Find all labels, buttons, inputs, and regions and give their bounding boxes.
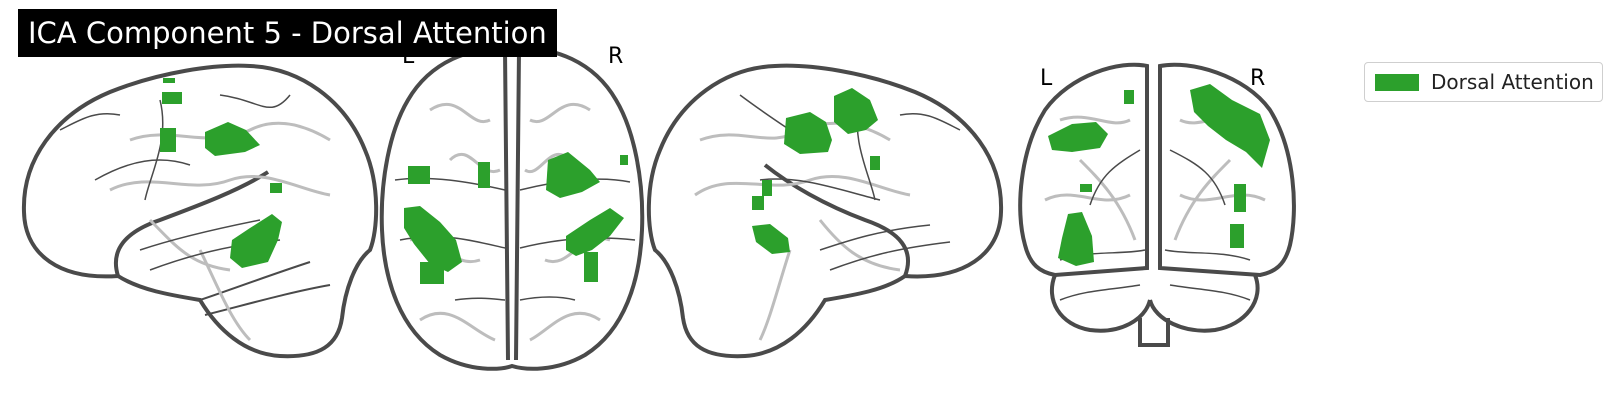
axial-left-label: L <box>402 44 415 69</box>
figure-title: ICA Component 5 - Dorsal Attention <box>18 9 557 57</box>
axial-midline <box>503 49 521 361</box>
coronal-cerebellum <box>1049 274 1260 347</box>
legend: Dorsal Attention <box>1364 62 1603 102</box>
sagittal-right-view <box>646 63 1004 359</box>
coronal-right-hemisphere <box>1158 62 1296 278</box>
axial-outline <box>379 45 645 371</box>
axial-view <box>379 45 645 371</box>
coronal-left-label: L <box>1040 66 1053 91</box>
sagittal-left-temporal <box>113 170 270 277</box>
sagittal-right-activations <box>752 88 880 254</box>
coronal-view <box>1018 62 1296 347</box>
legend-label: Dorsal Attention <box>1431 70 1594 94</box>
sagittal-right-temporal <box>763 163 911 277</box>
sagittal-left-cerebellum <box>199 261 331 316</box>
coronal-left-hemisphere <box>1018 62 1149 278</box>
sagittal-right-sulci <box>694 121 911 341</box>
sagittal-left-view <box>21 63 379 359</box>
sagittal-left-activations <box>160 78 282 268</box>
sagittal-left-sulci <box>109 121 331 342</box>
axial-right-label: R <box>608 44 624 69</box>
sagittal-right-outline <box>646 63 1004 359</box>
axial-activations <box>404 152 628 284</box>
coronal-right-label: R <box>1250 66 1266 91</box>
legend-swatch <box>1375 73 1419 91</box>
coronal-activations <box>1048 84 1270 266</box>
sagittal-left-outline <box>21 63 379 359</box>
coronal-gyri <box>1059 149 1251 301</box>
